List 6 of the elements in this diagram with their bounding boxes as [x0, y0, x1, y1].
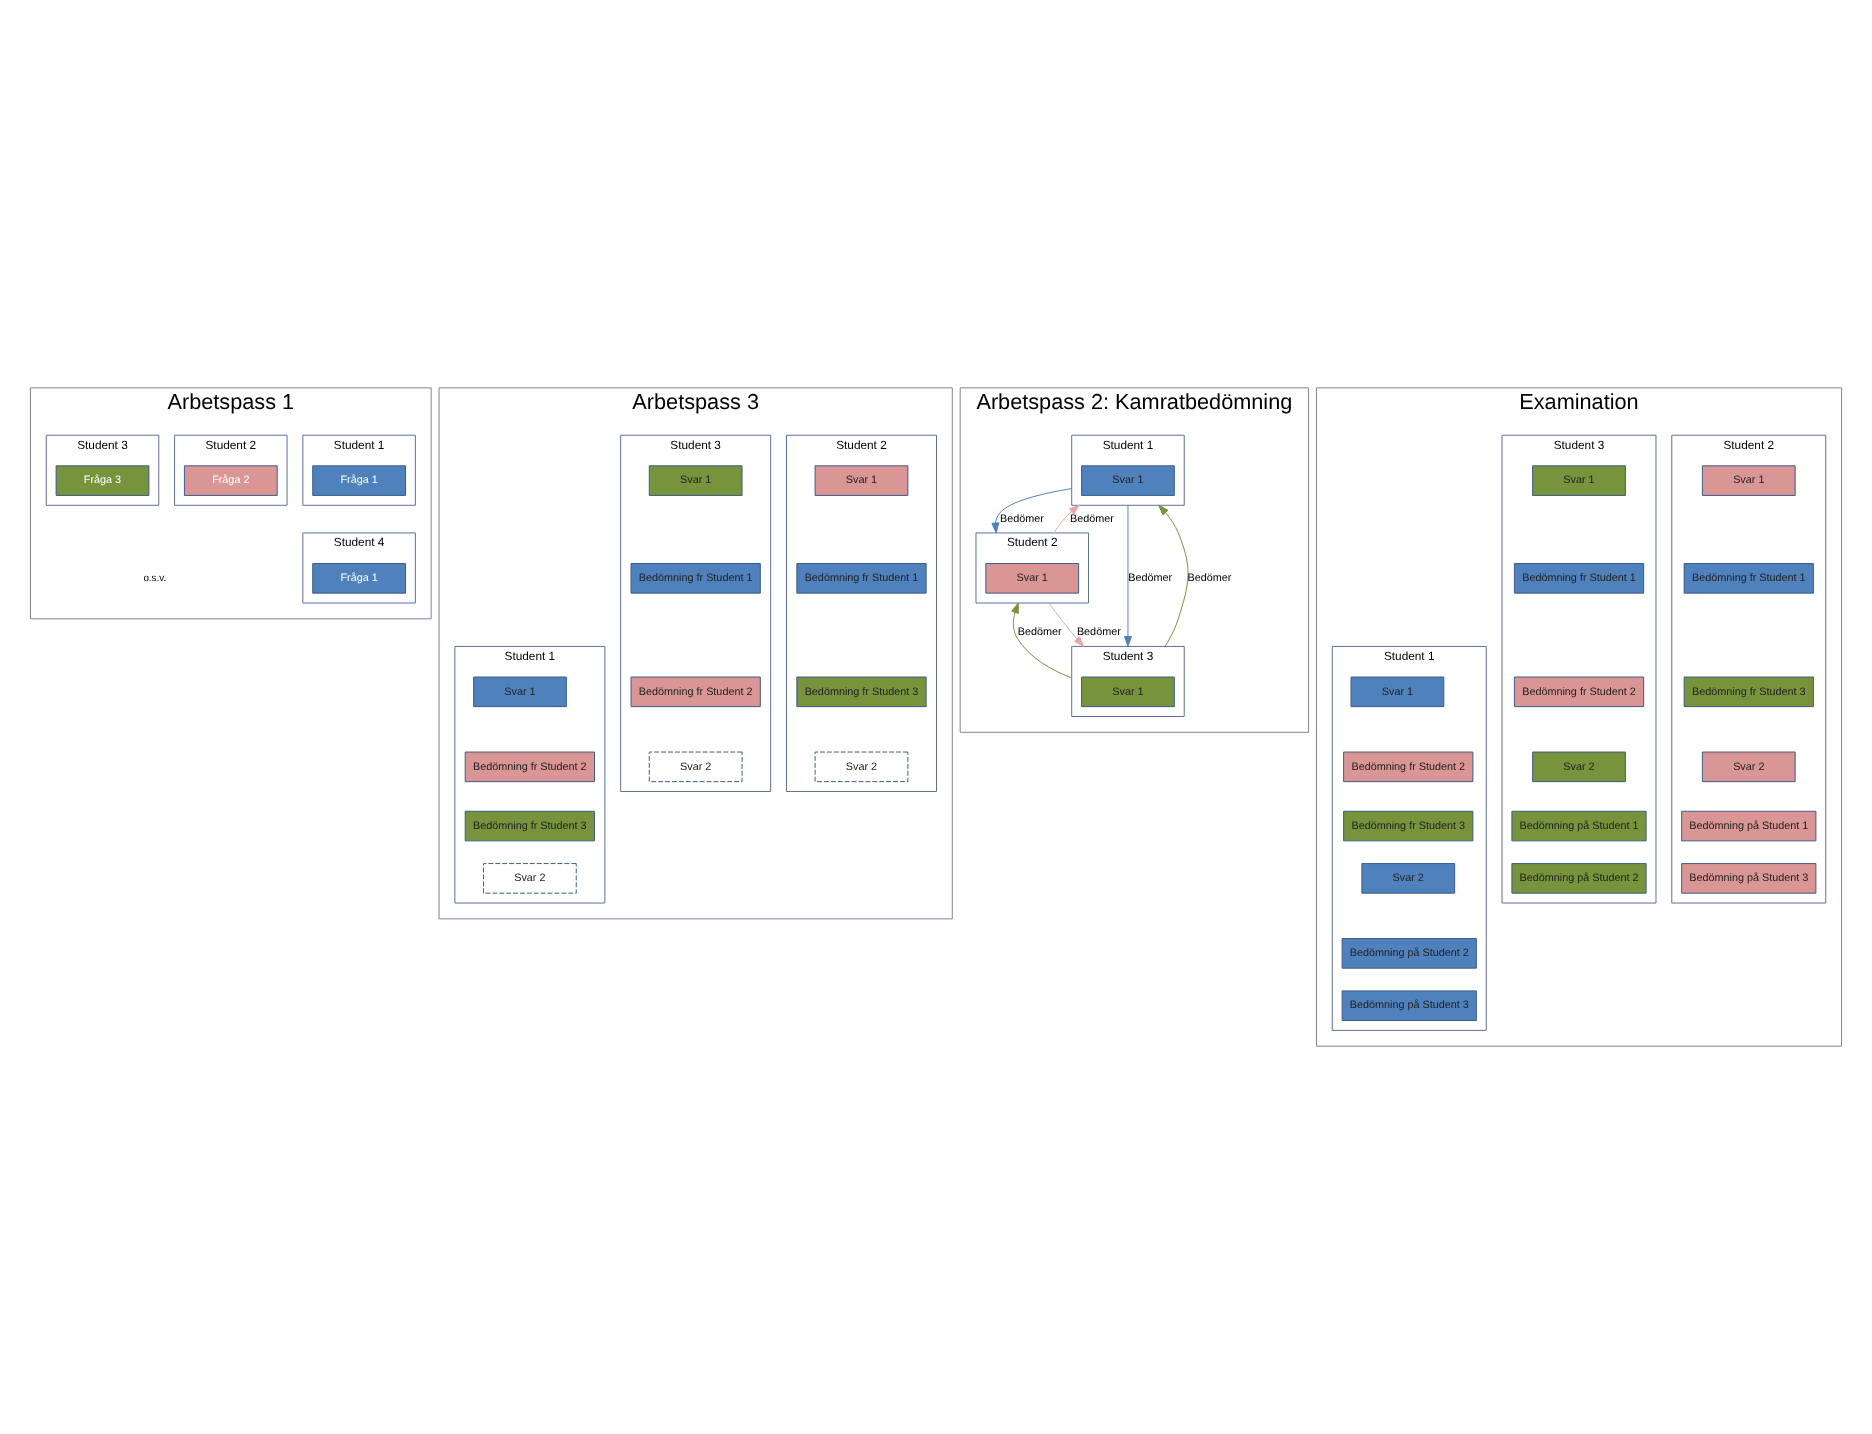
arrow	[991, 488, 1073, 534]
arrow	[1053, 504, 1080, 534]
arrow	[1158, 504, 1189, 647]
arrow	[1124, 504, 1132, 647]
arrow	[1048, 602, 1085, 647]
arrow	[1011, 602, 1073, 679]
